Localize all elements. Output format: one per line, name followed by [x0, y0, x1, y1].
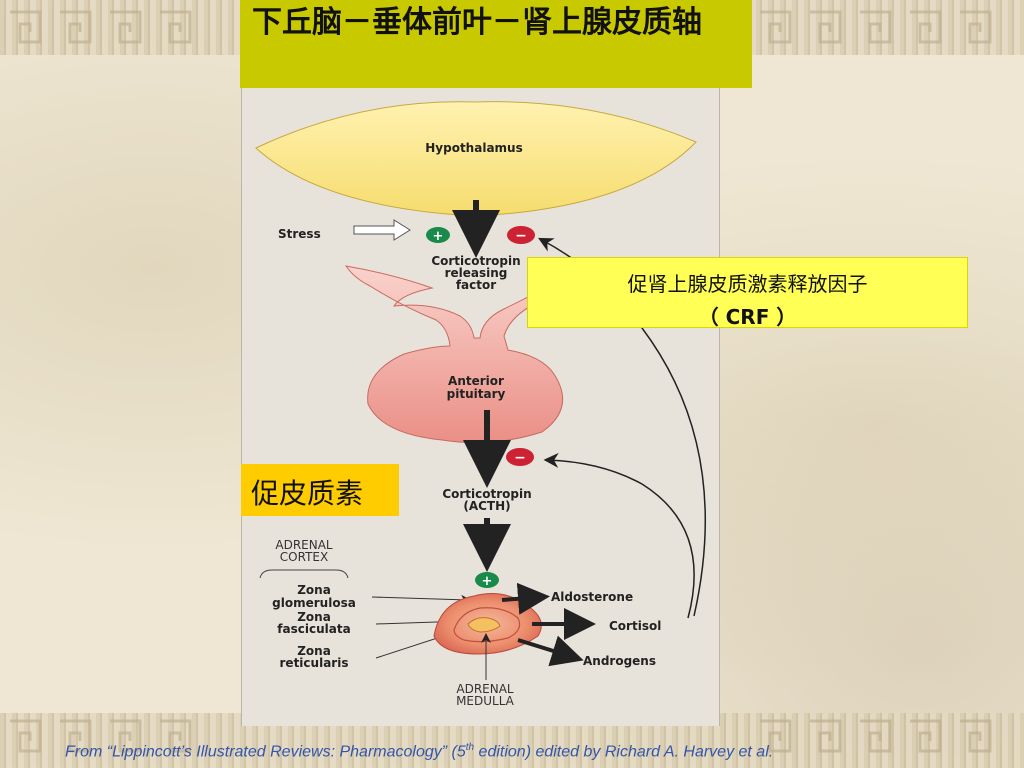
svg-text:+: +: [433, 229, 444, 244]
crf-callout-line2: （ CRF ）: [698, 305, 797, 329]
stress-arrow: [353, 219, 411, 241]
citation-text-end: edition) edited by Richard A. Harvey et …: [474, 743, 774, 761]
hypothalamus-label: Hypothalamus: [425, 141, 522, 155]
acth-label-line2: (ACTH): [463, 499, 510, 513]
adrenal-stimulation-plus-icon: +: [475, 572, 499, 589]
adrenal-cortex-line1: ADRENAL: [275, 538, 333, 552]
hpa-axis-diagram: Hypothalamus Stress + − Corticotropin re…: [241, 88, 720, 726]
pituitary-stalk: [344, 265, 563, 444]
acth-label-line1: Corticotropin: [442, 487, 531, 501]
crf-callout-line1: 促肾上腺皮质激素释放因子: [627, 272, 868, 296]
citation-text: From “Lippincott’s Illustrated Reviews: …: [65, 743, 466, 761]
crf-callout: 促肾上腺皮质激素释放因子 （ CRF ）: [527, 257, 968, 329]
cortisol-label: Cortisol: [609, 619, 661, 633]
zona-reticularis-line1: Zona: [297, 644, 331, 658]
anterior-pituitary-line2: pituitary: [447, 387, 506, 401]
inhibition-minus-icon: −: [507, 226, 535, 244]
crf-label-line2: releasing: [445, 266, 508, 280]
anterior-pituitary-line1: Anterior: [448, 374, 504, 388]
adrenal-cortex-line2: CORTEX: [280, 550, 328, 564]
zona-reticularis-line2: reticularis: [280, 656, 349, 670]
adrenal-gland: [433, 593, 542, 655]
zona-fasciculata-line1: Zona: [297, 610, 331, 624]
zona-glomerulosa-line2: glomerulosa: [272, 596, 356, 610]
hypothalamus-shape: [255, 101, 697, 217]
androgens-label: Androgens: [583, 654, 656, 668]
cortisol-feedback-to-pituitary: [543, 452, 695, 619]
svg-text:+: +: [482, 574, 493, 589]
acth-inhibition-minus-icon: −: [506, 448, 534, 466]
svg-text:−: −: [514, 450, 526, 466]
acth-callout: 促皮质素: [241, 464, 399, 516]
stress-label: Stress: [278, 227, 321, 241]
aldosterone-label: Aldosterone: [551, 590, 633, 604]
svg-text:−: −: [515, 228, 527, 244]
slide-title: 下丘脑－垂体前叶－肾上腺皮质轴: [240, 0, 752, 88]
crf-label-line1: Corticotropin: [431, 254, 520, 268]
adrenal-medulla-line2: MEDULLA: [456, 694, 515, 708]
adrenal-medulla-line1: ADRENAL: [456, 682, 514, 696]
crf-label-line3: factor: [456, 278, 496, 292]
stimulation-plus-icon: +: [426, 227, 450, 244]
citation: From “Lippincott’s Illustrated Reviews: …: [65, 742, 1005, 761]
zona-glomerulosa-line1: Zona: [297, 583, 331, 597]
zona-fasciculata-line2: fasciculata: [277, 622, 350, 636]
citation-superscript: th: [465, 742, 475, 753]
